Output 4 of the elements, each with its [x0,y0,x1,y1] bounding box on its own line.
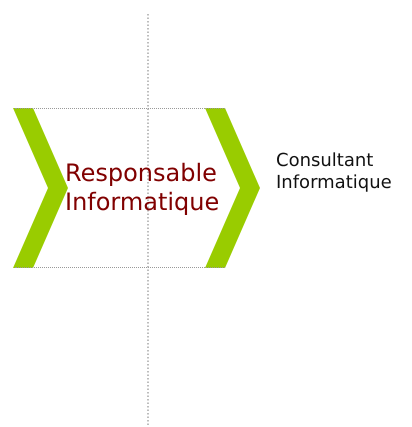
chevron-arrow [205,108,260,268]
node-label: Consultant Informatique [276,150,393,194]
chevron-arrow [13,108,68,268]
dotted-box [15,108,225,268]
